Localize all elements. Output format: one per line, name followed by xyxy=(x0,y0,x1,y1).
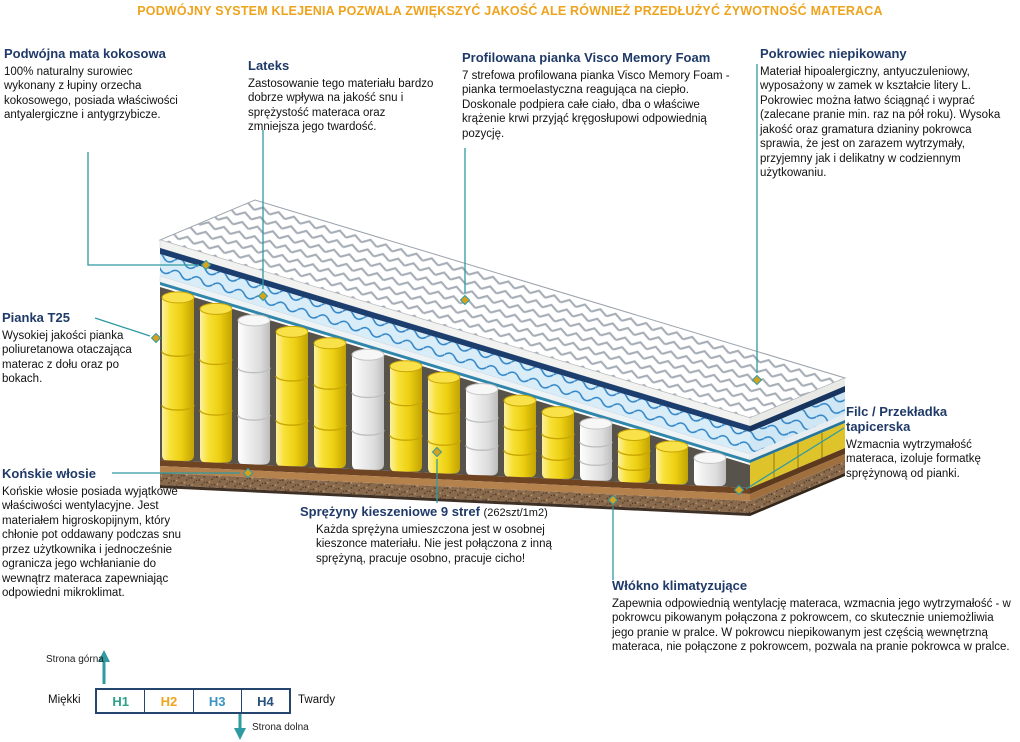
marker-foam-t25-icon xyxy=(150,332,162,344)
hardness-h2-label: H2 xyxy=(160,693,178,709)
arrow-up-icon xyxy=(98,650,110,684)
spring-white xyxy=(693,451,727,487)
annotation-springs-title-text: Sprężyny kieszeniowe 9 stref xyxy=(300,504,480,519)
annotation-cover-title: Pokrowiec niepikowany xyxy=(760,46,907,61)
callout-line-foam-t25 xyxy=(94,317,151,337)
soft-label: Miękki xyxy=(48,694,81,706)
annotation-foam-t25: Pianka T25 Wysokiej jakości pianka poliu… xyxy=(2,310,134,387)
annotation-felt: Filc / Przekładka tapicerska Wzmacnia wy… xyxy=(846,404,1014,481)
annotation-fiber: Włókno klimatyzujące Zapewnia odpowiedni… xyxy=(612,578,1016,655)
annotation-springs-title-suffix: (262szt/1m2) xyxy=(483,507,548,519)
annotation-fiber-title: Włókno klimatyzujące xyxy=(612,578,748,593)
hard-label: Twardy xyxy=(298,694,336,706)
marker-cover-icon xyxy=(751,374,763,386)
headline: PODWÓJNY SYSTEM KLEJENIA POZWALA ZWIĘKSZ… xyxy=(137,4,883,18)
annotation-visco-title: Profilowana pianka Visco Memory Foam xyxy=(462,50,711,65)
marker-latex-icon xyxy=(257,290,269,302)
annotation-horsehair-body: Końskie włosie posiada wyjątkowe właściw… xyxy=(2,486,182,600)
hardness-h1-label: H1 xyxy=(112,693,129,709)
annotation-foam-t25-title: Pianka T25 xyxy=(2,310,70,325)
spring-yellow xyxy=(199,302,233,463)
spring-white xyxy=(465,383,499,476)
annotation-coconut-mat: Podwójna mata kokosowa 100% naturalny su… xyxy=(4,46,180,123)
callout-line-coconut xyxy=(87,152,199,266)
spring-yellow xyxy=(617,429,651,483)
annotation-latex: Lateks Zastosowanie tego materiału bardz… xyxy=(248,58,438,135)
spring-yellow xyxy=(541,406,575,479)
layer-stack-front xyxy=(159,239,751,463)
spring-yellow xyxy=(427,371,461,474)
hardness-h4-label: H4 xyxy=(257,693,274,709)
felt-base-layer xyxy=(160,460,750,494)
coconut-mat-layer xyxy=(160,248,750,432)
spring-yellow xyxy=(275,325,309,467)
hardness-h3-label: H3 xyxy=(208,693,226,709)
hardness-scale: H1 H2 H3 H4 xyxy=(95,688,291,714)
marker-horsehair-icon xyxy=(242,467,254,479)
scale-arrows xyxy=(98,650,246,740)
base-layers-front xyxy=(160,460,750,516)
annotation-visco: Profilowana pianka Visco Memory Foam 7 s… xyxy=(462,50,744,141)
annotation-horsehair: Końskie włosie Końskie włosie posiada wy… xyxy=(2,466,204,601)
annotation-cover: Pokrowiec niepikowany Materiał hipoalerg… xyxy=(760,46,1014,181)
annotation-springs: Sprężyny kieszeniowe 9 stref (262szt/1m2… xyxy=(300,504,600,566)
annotation-visco-body: 7 strefowa profilowana pianka Visco Memo… xyxy=(462,70,730,140)
spring-yellow xyxy=(161,291,195,461)
annotation-coconut-title: Podwójna mata kokosowa xyxy=(4,46,166,61)
top-side-label: Strona górna xyxy=(46,654,104,665)
spring-yellow xyxy=(313,337,347,469)
annotation-coconut-body: 100% naturalny surowiec wykonany z łupin… xyxy=(4,66,178,122)
annotation-cover-body: Materiał hipoalergiczny, antyuczuleniowy… xyxy=(760,66,1001,180)
spring-white xyxy=(579,417,613,481)
hardness-cell-h2: H2 xyxy=(144,690,192,712)
annotation-springs-body: Każda sprężyna umieszczona jest w osobne… xyxy=(316,524,552,565)
hardness-cell-h4: H4 xyxy=(240,690,289,712)
arrow-down-icon xyxy=(234,714,246,740)
marker-coconut-icon xyxy=(200,259,212,271)
callout-markers xyxy=(150,259,763,506)
marker-springs-icon xyxy=(431,446,443,458)
callout-line-felt xyxy=(745,427,845,490)
annotation-foam-t25-body: Wysokiej jakości pianka poliuretanowa ot… xyxy=(2,330,132,386)
spring-white xyxy=(351,348,385,470)
marker-fiber-icon xyxy=(607,494,619,506)
hardness-cell-h3: H3 xyxy=(192,690,241,712)
foam-t25-base-layer xyxy=(160,473,750,513)
marker-visco-icon xyxy=(459,294,471,306)
fiber-layer xyxy=(160,282,750,463)
annotation-latex-title: Lateks xyxy=(248,58,290,73)
bottom-side-label: Strona dolna xyxy=(252,722,309,733)
callout-lines xyxy=(87,64,845,580)
spring-yellow xyxy=(655,440,689,485)
annotation-springs-title: Sprężyny kieszeniowe 9 stref (262szt/1m2… xyxy=(300,504,600,519)
horsehair-layer xyxy=(160,466,750,501)
annotation-felt-body: Wzmacnia wytrzymałość materaca, izoluje … xyxy=(846,439,981,480)
spring-white xyxy=(237,314,271,465)
annotation-latex-body: Zastosowanie tego materiału bardzo dobrz… xyxy=(248,78,434,134)
annotation-horsehair-title: Końskie włosie xyxy=(2,466,96,481)
annotation-felt-title: Filc / Przekładka tapicerska xyxy=(846,404,948,434)
spring-yellow xyxy=(389,360,423,472)
spring-yellow xyxy=(503,394,537,478)
annotation-fiber-body: Zapewnia odpowiednią wentylację materaca… xyxy=(612,598,1011,654)
marker-felt-icon xyxy=(733,484,745,496)
hardness-cell-h1: H1 xyxy=(97,690,144,712)
